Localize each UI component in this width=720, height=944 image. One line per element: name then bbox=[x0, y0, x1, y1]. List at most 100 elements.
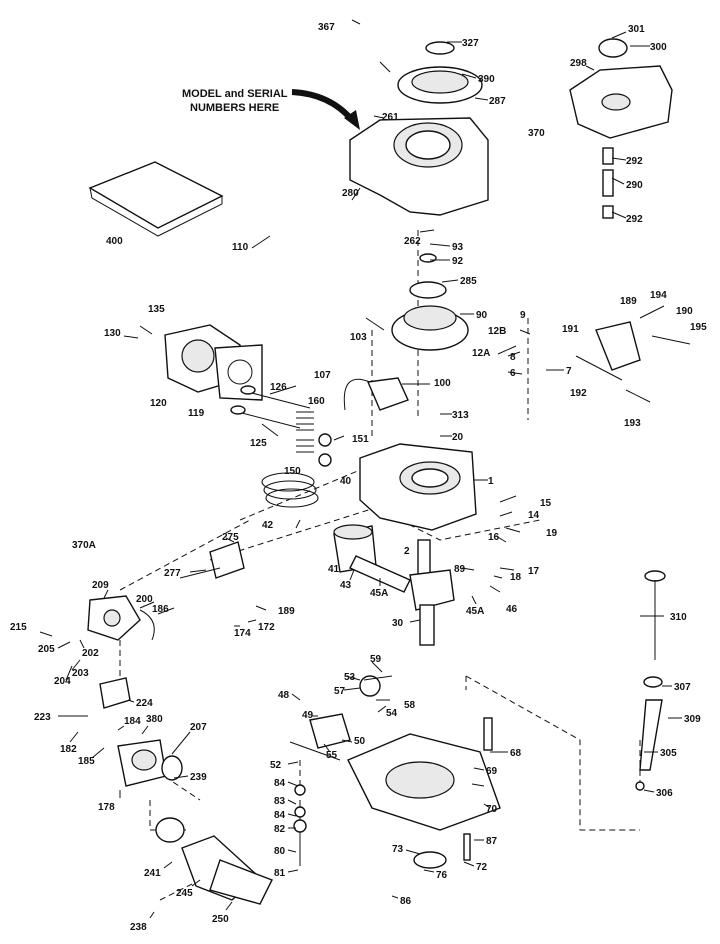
label-53: 53 bbox=[344, 672, 356, 683]
label-193: 193 bbox=[624, 418, 641, 429]
label-1: 1 bbox=[488, 476, 494, 487]
label-8: 8 bbox=[510, 352, 516, 363]
label-186: 186 bbox=[152, 604, 169, 615]
label-119: 119 bbox=[188, 408, 205, 419]
label-42: 42 bbox=[262, 520, 274, 531]
label-17: 17 bbox=[528, 566, 540, 577]
label-309: 309 bbox=[684, 714, 701, 725]
label-280: 280 bbox=[342, 188, 359, 199]
label-92: 92 bbox=[452, 256, 464, 267]
label-250: 250 bbox=[212, 914, 229, 925]
label-52: 52 bbox=[270, 760, 282, 771]
label-287: 287 bbox=[489, 96, 506, 107]
label-203: 203 bbox=[72, 668, 89, 679]
label-46: 46 bbox=[506, 604, 518, 615]
dipstick bbox=[635, 570, 666, 791]
label-215: 215 bbox=[10, 622, 27, 633]
label-191: 191 bbox=[562, 324, 579, 335]
label-238: 238 bbox=[130, 922, 147, 933]
model-serial-note: MODEL and SERIAL NUMBERS HERE bbox=[182, 88, 360, 130]
label-277: 277 bbox=[164, 568, 181, 579]
label-12A: 12A bbox=[472, 348, 490, 359]
label-41: 41 bbox=[328, 564, 340, 575]
label-151: 151 bbox=[352, 434, 369, 445]
valves bbox=[230, 385, 332, 467]
label-19: 19 bbox=[546, 528, 558, 539]
label-301: 301 bbox=[628, 24, 645, 35]
piston bbox=[179, 524, 377, 579]
label-72: 72 bbox=[476, 862, 488, 873]
label-192: 192 bbox=[570, 388, 587, 399]
blower-housing bbox=[349, 117, 489, 216]
label-81: 81 bbox=[274, 868, 286, 879]
label-239: 239 bbox=[190, 772, 207, 783]
label-390: 390 bbox=[478, 74, 495, 85]
rewind-starter bbox=[379, 41, 483, 104]
label-59: 59 bbox=[370, 654, 382, 665]
piston-rings bbox=[261, 472, 319, 508]
label-205: 205 bbox=[38, 644, 55, 655]
label-82: 82 bbox=[274, 824, 286, 835]
label-298: 298 bbox=[570, 58, 587, 69]
label-370A: 370A bbox=[72, 540, 96, 551]
label-50: 50 bbox=[354, 736, 366, 747]
label-327: 327 bbox=[462, 38, 479, 49]
crankshaft bbox=[349, 539, 455, 646]
label-209: 209 bbox=[92, 580, 109, 591]
label-300: 300 bbox=[650, 42, 667, 53]
label-68: 68 bbox=[510, 748, 522, 759]
label-262: 262 bbox=[404, 236, 421, 247]
cylinder-head bbox=[164, 324, 263, 401]
label-45A-left: 45A bbox=[370, 588, 388, 599]
label-83: 83 bbox=[274, 796, 286, 807]
carburetor bbox=[87, 595, 155, 641]
label-54: 54 bbox=[386, 708, 398, 719]
label-16: 16 bbox=[488, 532, 500, 543]
label-125: 125 bbox=[250, 438, 267, 449]
label-223: 223 bbox=[34, 712, 51, 723]
label-90: 90 bbox=[476, 310, 488, 321]
label-84-upper: 84 bbox=[274, 778, 286, 789]
label-18: 18 bbox=[510, 572, 522, 583]
label-184: 184 bbox=[124, 716, 141, 727]
note-line-1: MODEL and SERIAL bbox=[182, 88, 288, 100]
label-306: 306 bbox=[656, 788, 673, 799]
label-380: 380 bbox=[146, 714, 163, 725]
label-275: 275 bbox=[222, 532, 239, 543]
label-200: 200 bbox=[136, 594, 153, 605]
air-cleaner bbox=[99, 677, 183, 787]
label-150: 150 bbox=[284, 466, 301, 477]
label-245: 245 bbox=[176, 888, 193, 899]
label-12B: 12B bbox=[488, 326, 506, 337]
label-103: 103 bbox=[350, 332, 367, 343]
flywheel bbox=[391, 253, 469, 351]
label-120: 120 bbox=[150, 398, 167, 409]
label-290: 290 bbox=[626, 180, 643, 191]
oil-sump bbox=[289, 713, 501, 831]
engine-block bbox=[359, 443, 477, 531]
label-185: 185 bbox=[78, 756, 95, 767]
label-190: 190 bbox=[676, 306, 693, 317]
oil-pump-parts bbox=[293, 784, 471, 869]
label-292-upper: 292 bbox=[626, 156, 643, 167]
gasket-set bbox=[88, 161, 224, 237]
label-182: 182 bbox=[60, 744, 77, 755]
label-194: 194 bbox=[650, 290, 667, 301]
label-126: 126 bbox=[270, 382, 287, 393]
label-195: 195 bbox=[690, 322, 707, 333]
label-76: 76 bbox=[436, 870, 448, 881]
label-40: 40 bbox=[340, 476, 352, 487]
label-189-lower: 189 bbox=[278, 606, 295, 617]
label-7: 7 bbox=[566, 366, 572, 377]
label-69: 69 bbox=[486, 766, 498, 777]
label-9: 9 bbox=[520, 310, 526, 321]
label-307: 307 bbox=[674, 682, 691, 693]
label-15: 15 bbox=[540, 498, 552, 509]
governor-gear bbox=[359, 675, 393, 697]
label-189-upper: 189 bbox=[620, 296, 637, 307]
label-80: 80 bbox=[274, 846, 286, 857]
label-84-lower: 84 bbox=[274, 810, 286, 821]
label-73: 73 bbox=[392, 844, 404, 855]
label-2: 2 bbox=[404, 546, 410, 557]
